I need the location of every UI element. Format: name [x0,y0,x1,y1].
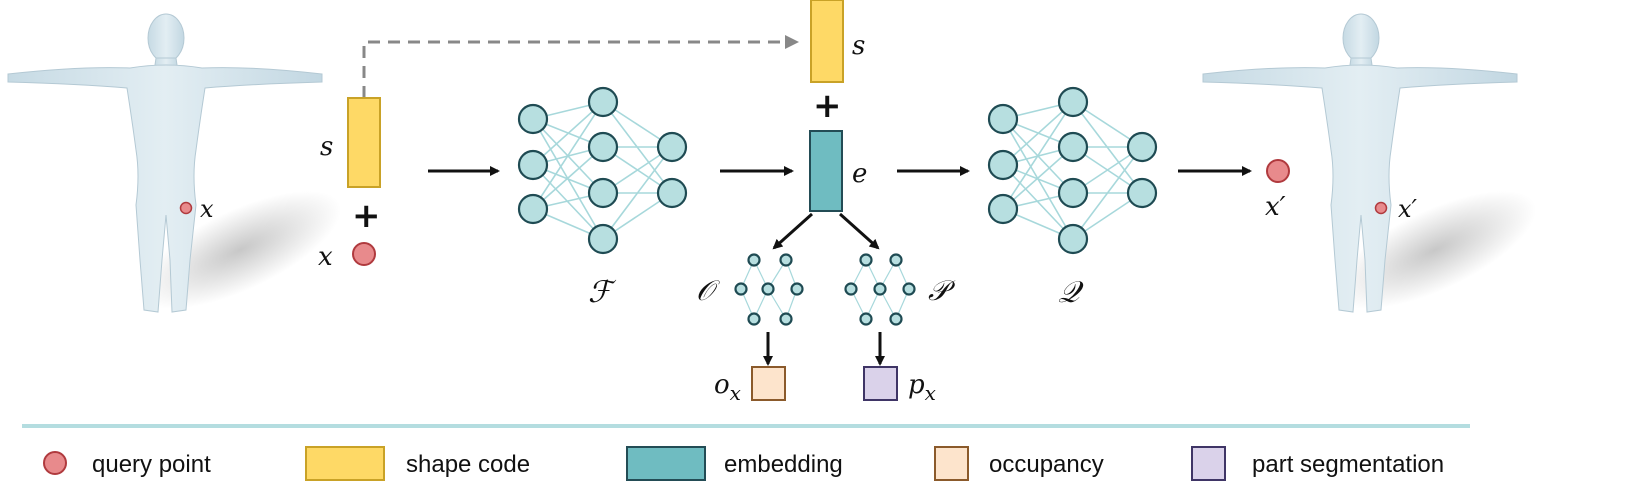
network-node [987,193,1019,225]
occupancy-output-block [751,366,786,401]
embedding-icon [626,446,706,481]
network-node [859,253,873,267]
network-edge [532,164,604,240]
network-node [1057,223,1089,255]
network-Q [987,86,1158,255]
legend-label-occupancy: occupancy [989,451,1104,478]
network-P [844,253,916,326]
e-label: e [852,159,867,189]
P-label: 𝒫 [928,274,956,307]
network-node [1126,131,1158,163]
legend-label-query-point: query point [92,451,211,478]
legend: query point shape code embedding occupan… [43,446,1444,481]
network-node [889,312,903,326]
network-edge [532,146,604,210]
shape-code-input-block [347,97,381,188]
arrow-to-O [772,212,814,250]
embedding-block [809,130,843,212]
shape-code-top-block [810,0,844,83]
s-top-label: s [852,31,865,61]
network-node [587,86,619,118]
p-x-label: px [908,370,936,405]
network-F [517,86,688,255]
network-node [1057,177,1089,209]
plus-input: + [352,196,381,236]
query-point-icon [43,451,67,475]
network-node [587,131,619,163]
query-point-on-input-body [179,201,193,215]
network-node [889,253,903,267]
shape-code-icon [305,446,385,481]
part-segmentation-icon [1191,446,1226,481]
x-prime-output-label: x′ [1265,192,1286,222]
arrow-to-P [838,212,880,250]
F-label: ℱ [588,275,617,310]
network-O [734,253,804,326]
network-node [859,312,873,326]
network-node [987,149,1019,181]
query-point-input [352,242,376,266]
network-edge [1002,146,1074,210]
network-node [1057,131,1089,163]
network-node [987,103,1019,135]
network-edge [532,101,604,166]
network-node [902,282,916,296]
legend-label-part-segmentation: part segmentation [1252,451,1444,478]
network-edge [1002,164,1074,240]
legend-label-embedding: embedding [724,451,843,478]
network-edge [1072,146,1143,240]
input-body-mesh [7,13,342,313]
network-node [747,312,761,326]
part-segmentation-output-block [863,366,898,401]
dashed-skip-arrow [362,35,799,98]
network-node [1126,177,1158,209]
Q-label: 𝒬 [1058,275,1084,310]
O-label: 𝒪 [696,274,720,307]
s-input-label: s [320,132,333,162]
network-node [587,223,619,255]
network-node [587,177,619,209]
network-node [517,149,549,181]
network-edge [1002,101,1074,166]
x-input-label: x [318,242,333,272]
output-body-mesh [1202,13,1537,313]
network-edge [1002,101,1074,210]
network-node [734,282,748,296]
network-node [747,253,761,267]
o-x-label: ox [714,370,741,405]
network-node [656,177,688,209]
network-edge [602,146,673,240]
network-node [790,282,804,296]
query-point-output [1266,159,1290,183]
legend-label-shape-code: shape code [406,451,530,478]
network-node [656,131,688,163]
x-label-on-body: x [200,195,214,223]
occupancy-icon [934,446,969,481]
network-node [779,312,793,326]
network-node [873,282,887,296]
network-node [779,253,793,267]
network-node [517,193,549,225]
network-node [844,282,858,296]
plus-top: + [813,86,842,126]
network-edge [532,101,604,210]
x-prime-body-label: x′ [1398,195,1418,223]
network-node [1057,86,1089,118]
network-node [761,282,775,296]
query-point-on-output-body [1374,201,1388,215]
network-node [517,103,549,135]
